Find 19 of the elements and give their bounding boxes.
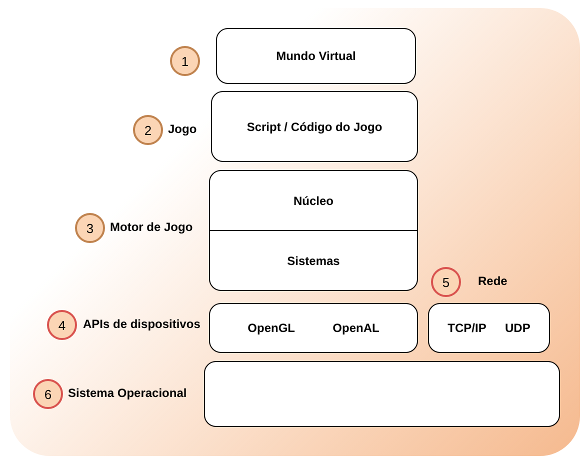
layer-box <box>204 361 560 427</box>
layer-caption: Motor de Jogo <box>110 220 193 234</box>
layer-label: Mundo Virtual <box>276 49 356 63</box>
layer-caption: APIs de dispositivos <box>83 317 200 331</box>
layer-label: OpenGL <box>248 321 295 335</box>
layer-label: Script / Código do Jogo <box>246 120 382 134</box>
layer-box <box>209 303 418 353</box>
layer-caption: Jogo <box>168 122 197 136</box>
layer-label: Sistemas <box>210 230 417 290</box>
layer-label: TCP/IP <box>448 321 486 335</box>
layer-box <box>428 303 550 353</box>
layer-label: UDP <box>504 321 530 335</box>
layer-caption: Rede <box>478 274 508 288</box>
layer-box <box>211 91 418 162</box>
layer-label: OpenAL <box>332 321 380 335</box>
layer-box <box>209 170 418 291</box>
layer-label: Núcleo <box>292 192 334 210</box>
layer-box <box>216 28 416 84</box>
layer-caption: Sistema Operacional <box>68 386 187 400</box>
